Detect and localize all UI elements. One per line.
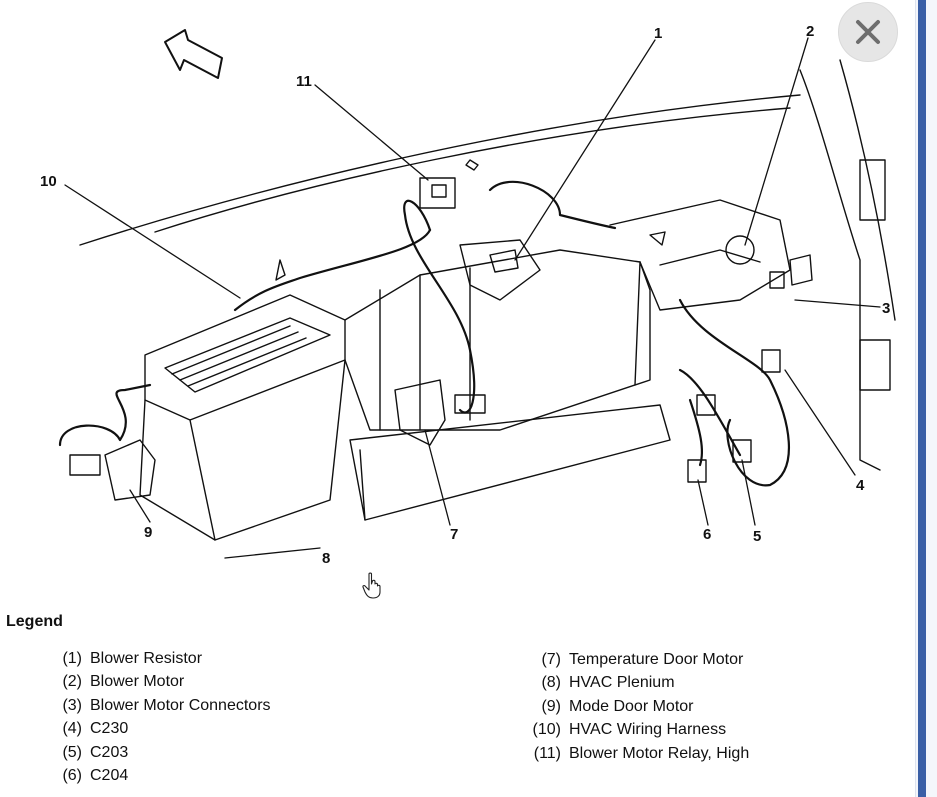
legend-item-number: (8) [541, 674, 561, 692]
legend-item-label: Blower Motor [90, 673, 185, 691]
legend-item: (8) HVAC Plenium [506, 672, 749, 696]
callout-11: 11 [296, 73, 312, 90]
callout-9: 9 [144, 524, 152, 541]
callout-10: 10 [40, 173, 57, 190]
legend-item-number: (10) [532, 721, 561, 739]
direction-arrow-icon [164, 29, 223, 79]
legend-item-label: Blower Motor Relay, High [569, 744, 750, 762]
blower-motor-section [609, 199, 813, 311]
dashboard-outline [79, 94, 801, 246]
legend-item-label: Mode Door Motor [569, 697, 694, 715]
mode-door-motor [104, 439, 156, 501]
scrollbar-thumb[interactable] [918, 0, 926, 797]
legend-item-label: Blower Motor Connectors [90, 696, 271, 714]
close-button[interactable] [838, 2, 898, 62]
legend-list-left: (1) Blower Resistor (2) Blower Motor (3) Bl… [36, 647, 271, 789]
legend-title: Legend [6, 613, 63, 630]
connector-c204 [687, 459, 707, 483]
hvac-case [344, 249, 671, 521]
legend-item-number: (11) [533, 744, 561, 762]
relay-block [419, 177, 456, 209]
legend-item-label: C230 [90, 720, 129, 738]
legend-item-label: Temperature Door Motor [569, 650, 744, 668]
legend-item-label: Blower Resistor [90, 649, 203, 667]
connector-c230 [761, 349, 781, 373]
connector-c203 [732, 439, 752, 463]
wiring-harness [58, 180, 790, 487]
legend-item: (5) C203 [36, 741, 271, 765]
callout-2: 2 [806, 23, 814, 40]
close-icon [856, 20, 880, 44]
legend-item: (11) Blower Motor Relay, High [506, 742, 749, 766]
legend-item-label: C204 [90, 767, 129, 785]
callout-1: 1 [654, 25, 662, 42]
legend-item-number: (2) [62, 673, 82, 691]
temp-door-motor [394, 379, 446, 446]
legend-item: (10) HVAC Wiring Harness [506, 719, 749, 743]
blower-housing [139, 294, 346, 541]
callout-7: 7 [450, 526, 458, 543]
legend-item-number: (3) [62, 696, 82, 714]
legend-item-number: (9) [541, 697, 561, 715]
callout-8: 8 [322, 550, 330, 567]
callout-3: 3 [882, 300, 890, 317]
hand-pointer-icon [362, 572, 381, 599]
legend-item-number: (5) [62, 743, 82, 761]
legend-item: (6) C204 [36, 765, 271, 789]
legend-item-number: (7) [541, 650, 561, 668]
legend-item-label: HVAC Wiring Harness [569, 721, 727, 739]
legend-list-right: (7) Temperature Door Motor (8) HVAC Pleniu… [506, 648, 750, 766]
callout-6: 6 [703, 526, 711, 543]
legend-item: (9) Mode Door Motor [506, 695, 749, 719]
callout-4: 4 [856, 477, 865, 494]
legend-item-label: HVAC Plenium [569, 674, 675, 692]
legend-item-number: (6) [62, 767, 82, 785]
legend-item: (1) Blower Resistor [36, 647, 271, 671]
legend-item: (4) C230 [36, 718, 271, 742]
legend-item: (2) Blower Motor [36, 671, 271, 695]
callout-5: 5 [753, 528, 761, 545]
legend-item: (3) Blower Motor Connectors [36, 694, 271, 718]
legend-item-number: (1) [62, 649, 82, 667]
legend-item-label: C203 [90, 743, 129, 761]
blower-resistor [459, 239, 541, 301]
legend-item-number: (4) [62, 720, 82, 738]
hvac-diagram: 1 2 3 4 5 6 7 8 9 10 11 [40, 23, 896, 567]
legend-item: (7) Temperature Door Motor [506, 648, 749, 672]
